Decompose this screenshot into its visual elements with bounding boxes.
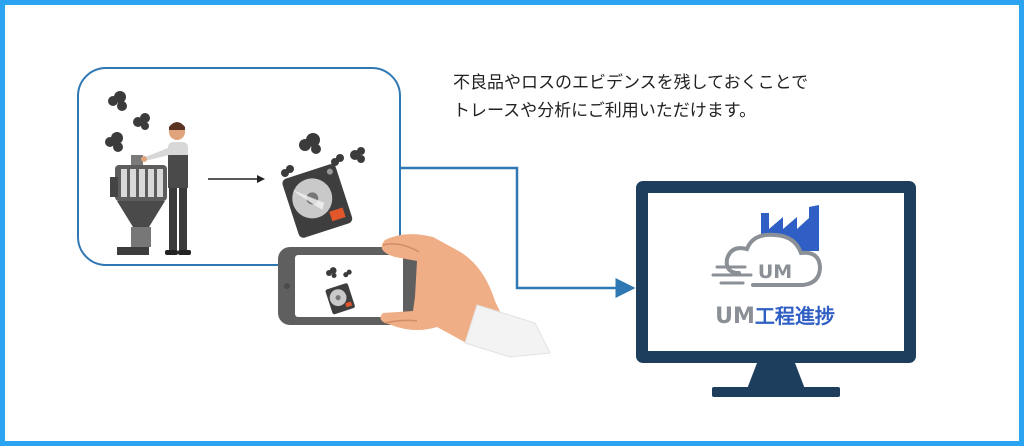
hard-disk-icon (282, 164, 353, 238)
caption-line-1: 不良品やロスのエビデンスを残しておくことで (453, 73, 809, 93)
brand-japanese: 工程進捗 (755, 304, 835, 328)
monitor (636, 181, 916, 397)
smartphone (278, 247, 420, 325)
caption-line-2: トレースや分析にご利用いただけます。 (453, 101, 757, 121)
cloud-icon (711, 232, 823, 287)
hand-icon (380, 234, 551, 358)
diagram-canvas: UM UM工程進捗 (77, 67, 916, 397)
arrow-icon (208, 175, 265, 183)
connector-arrow (400, 166, 636, 298)
machine-figure (110, 155, 167, 255)
smoke-icon (281, 133, 365, 177)
smoke-icon (105, 91, 150, 152)
cloud-logo-text: UM (758, 261, 792, 283)
evidence-caption: 不良品やロスのエビデンスを残しておくことで トレースや分析にご利用いただけます。 (453, 69, 923, 125)
worker-figure (141, 122, 191, 255)
brand-latin: UM (715, 304, 755, 329)
brand-wordmark: UM工程進捗 (715, 304, 835, 329)
